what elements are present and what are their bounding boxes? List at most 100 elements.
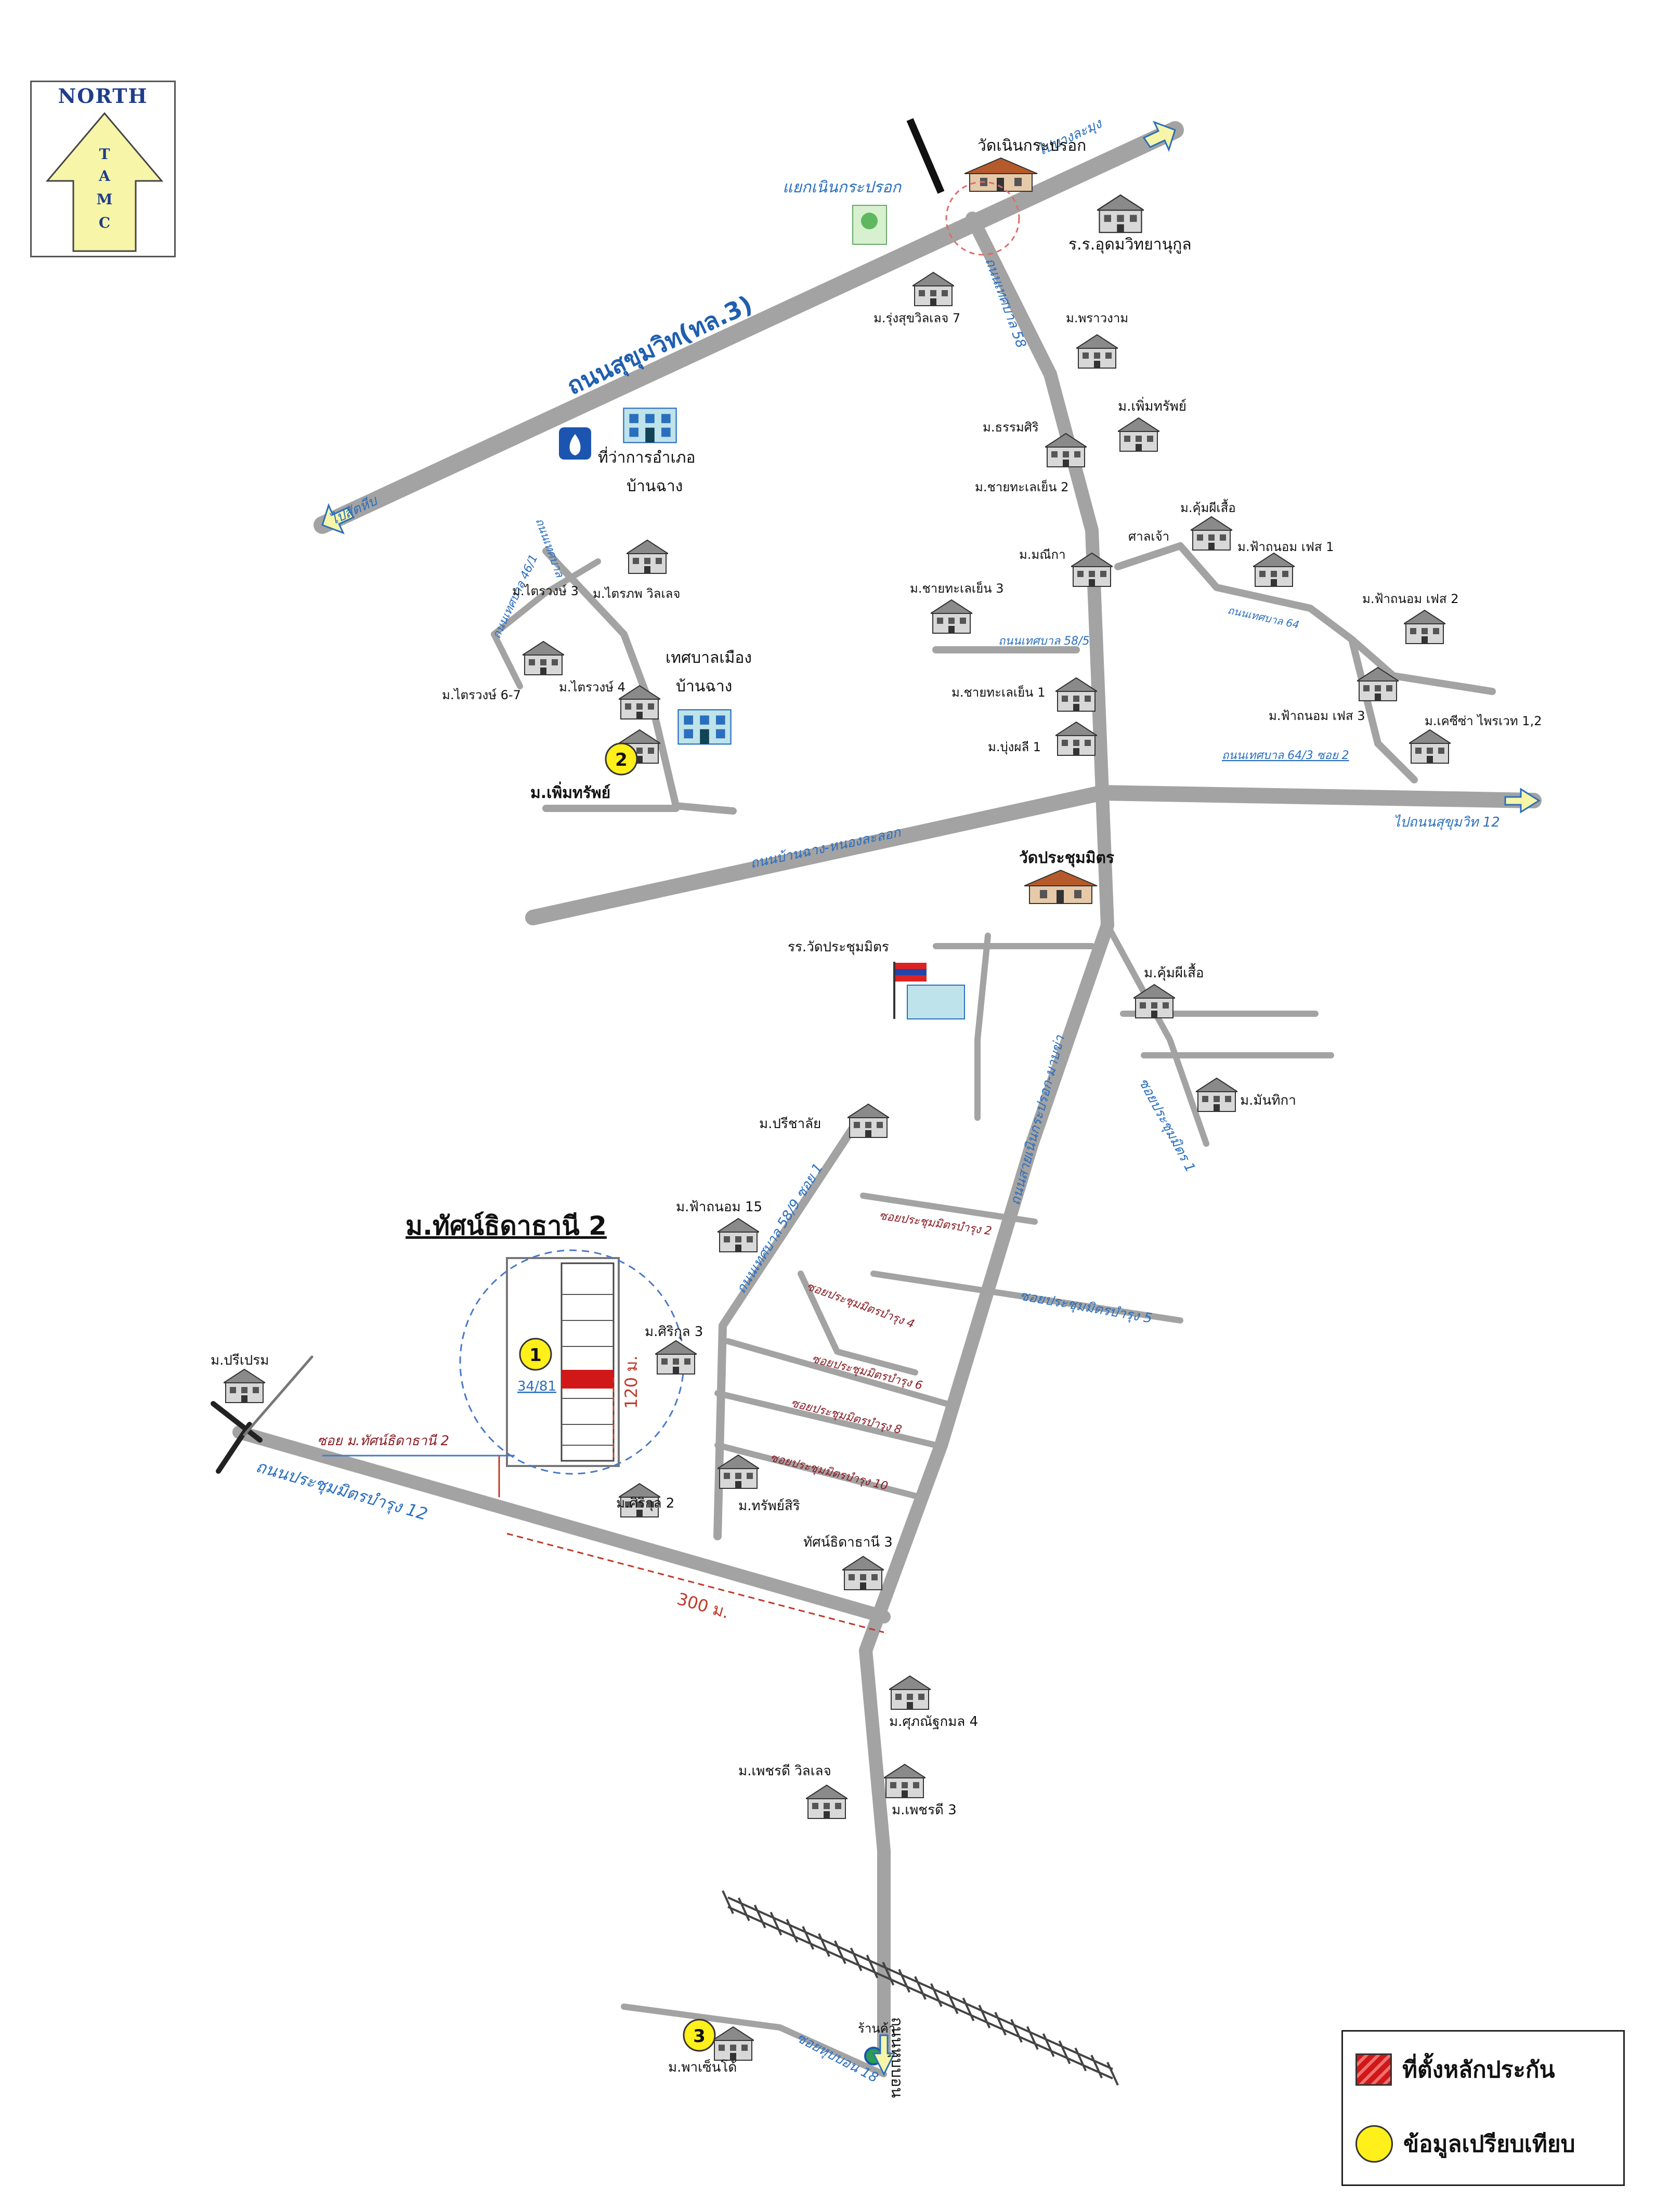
label-manthika: ม.มันทิกา: [1240, 1093, 1296, 1108]
railway-tie: [834, 1940, 846, 1965]
house-icon: [627, 540, 668, 574]
railway-tie: [914, 1976, 927, 2000]
north-title: NORTH: [58, 84, 148, 108]
label-municipality-2: บ้านฉาง: [676, 677, 732, 696]
label-rungsuk-7: ม.รุ่งสุขวิลเลจ 7: [873, 311, 960, 326]
railway-tie: [1106, 2062, 1119, 2086]
road-soi-64-b: [1348, 636, 1418, 783]
marker-1-number: 1: [529, 1345, 542, 1366]
arrow-letter-c: C: [99, 214, 110, 231]
label-praongam: ม.พราวงาม: [1066, 311, 1128, 325]
label-manika: ม.มณีกา: [1019, 547, 1066, 562]
legend-row-collateral: ที่ตั้งหลักประกัน: [1355, 2051, 1555, 2088]
railway-tie: [1026, 2026, 1039, 2050]
house-icon: [1055, 677, 1097, 712]
road-prachummit-12: [232, 1425, 891, 1624]
label-wat-prachummit: วัดประชุมมิตร: [1019, 849, 1114, 868]
railway-tie: [738, 1897, 750, 1921]
railway-tie: [930, 1983, 943, 2007]
house-icon: [1191, 516, 1232, 551]
label-khum-phi-suea: ม.คุ้มผีเสื้อ: [1144, 963, 1204, 981]
legend-comparison-label: ข้อมูลเปรียบเทียบ: [1403, 2131, 1575, 2157]
label-ketsara: ม.เคซีซ่า ไพรเวท 1,2: [1425, 714, 1542, 728]
label-fahome-15: ม.ฟ้าถนอม 15: [676, 1199, 762, 1215]
railway-tie: [1010, 2019, 1023, 2043]
legend-row-comparison: ข้อมูลเปรียบเทียบ: [1355, 2125, 1575, 2163]
school-flag-icon: [893, 962, 965, 1019]
arrow-south: [872, 2034, 896, 2076]
railway-tie: [753, 1904, 766, 1929]
collateral-plot: [562, 1370, 614, 1389]
railway-tie: [1042, 2033, 1055, 2057]
windmill-icon: [211, 1355, 314, 1474]
junction-marker: [906, 118, 1020, 256]
road-label-thesaban-64: ถนนเทศบาล 64: [1227, 604, 1300, 631]
label-permsap-b: ม.เพิ่มทรัพย์: [530, 781, 610, 802]
house-icon: [1253, 553, 1295, 587]
railway-tie: [850, 1947, 863, 1971]
collateral-swatch: [1355, 2053, 1392, 2086]
house-icon: [1404, 610, 1445, 644]
marker-1: [519, 1338, 552, 1371]
building-icons: [224, 157, 1451, 2061]
railway-tie: [866, 1954, 879, 1979]
label-fahome-3: ม.ฟ้าถนอม เฟส 3: [1269, 709, 1365, 723]
house-icon: [1409, 729, 1451, 764]
label-traiwong-3: ม.ไตรวงษ์ 3: [512, 584, 579, 598]
north-indicator: NORTH T A M C: [30, 81, 176, 257]
label-to-sukhumvit-12: ไปถนนสุขุมวิท 12: [1393, 814, 1500, 830]
road-soi-64: [1114, 542, 1496, 695]
house-icon: [1071, 553, 1113, 587]
label-thamasiri: ม.ธรรมศิริ: [983, 420, 1039, 435]
label-shop: ร้านค้า: [858, 2021, 895, 2036]
railway: [722, 1890, 1119, 2086]
label-wat-noen-krapok: วัดเนินกระปรอก: [977, 137, 1086, 155]
house-icon: [523, 641, 564, 675]
house-icon: [806, 1785, 847, 1819]
house-icon: [889, 1676, 931, 1710]
office-icon: [677, 709, 732, 745]
road-soi-8: [714, 1390, 939, 1448]
road-hup-bon-soi: [621, 2004, 887, 2077]
road-soi-2: [860, 1193, 1038, 1225]
label-district-office-2: บ้านฉาง: [627, 477, 683, 495]
railway-tie: [802, 1926, 814, 1950]
road-label-thesaban-west: ถนนเทศบาล: [532, 517, 566, 580]
label-municipality: เทศบาลเมือง: [666, 649, 752, 667]
label-pripram: ม.ปรีเปรม: [211, 1353, 269, 1368]
house-icon: [224, 1369, 265, 1403]
house-icon: [718, 1455, 759, 1489]
road-soi-6: [725, 1338, 949, 1407]
road-label-thesaban-58-5: ถนนเทศบาล 58/5: [998, 635, 1090, 648]
label-sirikul-3: ม.ศิริกุล 3: [645, 1324, 703, 1340]
subject-title: ม.ทัศน์ธิดาธานี 2: [406, 1211, 607, 1241]
frontage-label: 300 ม.: [675, 1589, 732, 1622]
label-fahome-1: ม.ฟ้าถนอม เฟส 1: [1237, 540, 1334, 554]
road-label-hup-bon: ถนนหุบบอน: [887, 2017, 906, 2098]
road-label-sai-noen-krapok: ถนนสายเนินกระปรอก-มาบข่า: [1008, 1033, 1068, 1207]
road-soi-1: [1104, 922, 1209, 1147]
house-icon: [1196, 1078, 1237, 1112]
arrow-letter-m: M: [97, 191, 113, 208]
road-sukhumvit: [314, 121, 1184, 534]
railway-tie: [786, 1919, 799, 1943]
label-fahome-2: ม.ฟ้าถนอม เฟส 2: [1362, 592, 1458, 606]
label-jomphon-chao: ม.คุ้มผีเสื้อ: [1180, 499, 1236, 516]
railway-tie: [898, 1969, 910, 1993]
label-school-wat-prachummit: รร.วัดประชุมมิตร: [788, 939, 889, 955]
subject-plot: [322, 1249, 884, 1633]
railway-tie: [962, 1997, 975, 2022]
marker-3: [683, 2019, 716, 2052]
marker-2-number: 2: [615, 750, 628, 770]
subject-annotations: ม.ทัศน์ธิดาธานี 2 34/81 120 ม. 300 ม.: [406, 1211, 732, 1622]
label-tatthida-3: ทัศน์ธิดาธานี 3: [803, 1535, 893, 1550]
road-soi-58-9: [713, 1116, 862, 1540]
place-labels: วัดเนินกระปรอก ร.ร.อุดมวิทยานุกูล ม.รุ่ง…: [211, 137, 1542, 2075]
comparison-markers: 1 2 3: [519, 742, 716, 2052]
depth-label: 120 ม.: [621, 1355, 641, 1409]
road-school-link: [974, 933, 991, 1121]
railway-tie: [994, 2011, 1007, 2036]
road-soi-10: [714, 1442, 923, 1500]
label-trikamon: ม.ไตรภพ วิลเลจ: [593, 586, 680, 601]
legend-collateral-label: ที่ตั้งหลักประกัน: [1402, 2057, 1555, 2083]
